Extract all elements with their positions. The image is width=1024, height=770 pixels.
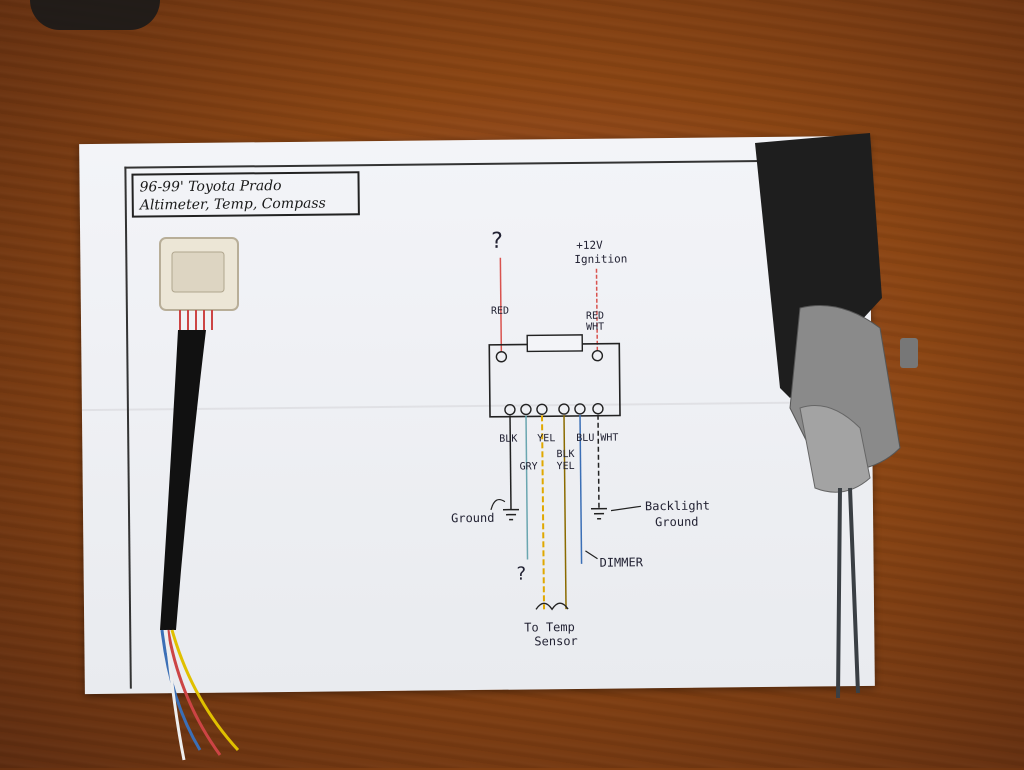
ground-symbol-right [591,509,607,519]
question-bottom: ? [516,563,527,584]
red-wht-label-2: WHT [586,322,604,333]
backlight-label-2: Ground [655,515,699,529]
black-sleeve [160,330,206,630]
blk-yel-wire [564,415,566,609]
pin-2 [521,404,531,414]
module-wires [838,488,858,698]
connector-box [489,344,620,417]
blk-yel-label: BLK [556,449,574,460]
backlight-label: Backlight [645,499,710,514]
dark-object [30,0,160,30]
gry-label: GRY [519,461,537,472]
ground-label: Ground [451,511,495,525]
temp-brace [536,603,568,609]
pin-top-right [592,351,602,361]
connector-face [172,252,224,292]
ignition-label: +12V [576,239,603,252]
fuse-symbol [527,335,582,352]
blk-yel-label-2: YEL [556,461,574,472]
ignition-label-2: Ignition [574,252,627,266]
pin-1 [505,405,515,415]
yel-label: YEL [537,433,555,444]
pin-6 [593,404,603,414]
bolt [900,338,918,368]
blu-wht-label: BLU WHT [576,433,618,444]
dimmer-label: DIMMER [599,555,643,569]
temp-label: To Temp [524,620,575,635]
pin-top-left [496,352,506,362]
red-wht-label: RED [586,311,604,322]
yel-wire [542,415,544,609]
red-label: RED [491,306,509,317]
wiring-harness [140,230,260,770]
pin-3 [537,404,547,414]
temp-label-2: Sensor [534,634,578,648]
gry-wire [526,415,528,559]
exposed-wires-top [180,310,212,330]
pin-5 [575,404,585,414]
ground-symbol-left [503,510,519,520]
blk-wire [510,416,511,510]
backlight-arrow [611,506,641,510]
question-top: ? [490,229,504,254]
dimmer-arrow [585,551,597,559]
ground-arrow [491,499,505,509]
backlight-ground-wire [598,415,599,509]
gauge-bracket [750,128,940,708]
blk-label: BLK [499,434,517,445]
pin-4 [559,404,569,414]
